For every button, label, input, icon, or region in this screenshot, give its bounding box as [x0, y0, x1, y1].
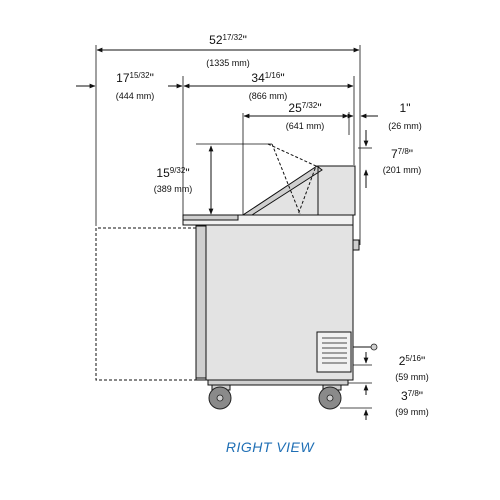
cutting-board-edge: [182, 214, 239, 221]
svg-text:1": 1": [400, 101, 411, 115]
dim-door-swing: 1715/32" (444 mm): [116, 71, 155, 101]
dim-overall-width: 5217/32" (1335 mm): [206, 33, 250, 68]
svg-text:(59 mm): (59 mm): [395, 372, 429, 382]
svg-text:159/32": 159/32": [156, 166, 189, 180]
dim-rear-offset: 1" (26 mm): [388, 101, 422, 131]
vent-grille: [316, 331, 352, 373]
power-plug: [370, 343, 378, 351]
door-swing-envelope: [95, 227, 196, 381]
svg-text:(1335 mm): (1335 mm): [206, 58, 250, 68]
dim-lid-height: 159/32" (389 mm): [154, 166, 193, 194]
door-hinge: [195, 225, 207, 379]
svg-text:(866 mm): (866 mm): [249, 91, 288, 101]
svg-text:(389 mm): (389 mm): [154, 184, 193, 194]
svg-text:1715/32": 1715/32": [116, 71, 154, 85]
view-title: RIGHT VIEW: [226, 439, 316, 455]
dim-cord-height: 25/16" (59 mm): [395, 354, 429, 382]
svg-text:37/8": 37/8": [401, 389, 423, 403]
svg-text:5217/32": 5217/32": [209, 33, 247, 47]
svg-text:257/32": 257/32": [288, 101, 321, 115]
base-rail: [207, 379, 349, 386]
svg-text:(444 mm): (444 mm): [116, 91, 155, 101]
svg-text:25/16": 25/16": [399, 354, 426, 368]
dim-caster-height: 37/8" (99 mm): [395, 389, 429, 417]
caster-rear: [318, 384, 342, 410]
caster-front: [208, 384, 232, 410]
top-rail: [241, 143, 356, 216]
svg-text:(99 mm): (99 mm): [395, 407, 429, 417]
rear-lip: [352, 239, 360, 251]
dim-rail-height: 77/8" (201 mm): [383, 147, 422, 175]
svg-text:341/16": 341/16": [251, 71, 284, 85]
lid-closed: [241, 165, 323, 216]
lid-open: [267, 143, 317, 216]
dim-top-depth: 257/32" (641 mm): [286, 101, 325, 131]
svg-text:(641 mm): (641 mm): [286, 121, 325, 131]
dimension-lines: [76, 47, 378, 420]
svg-text:(201 mm): (201 mm): [383, 165, 422, 175]
svg-text:77/8": 77/8": [391, 147, 413, 161]
dim-cabinet-depth: 341/16" (866 mm): [249, 71, 288, 101]
svg-text:(26 mm): (26 mm): [388, 121, 422, 131]
